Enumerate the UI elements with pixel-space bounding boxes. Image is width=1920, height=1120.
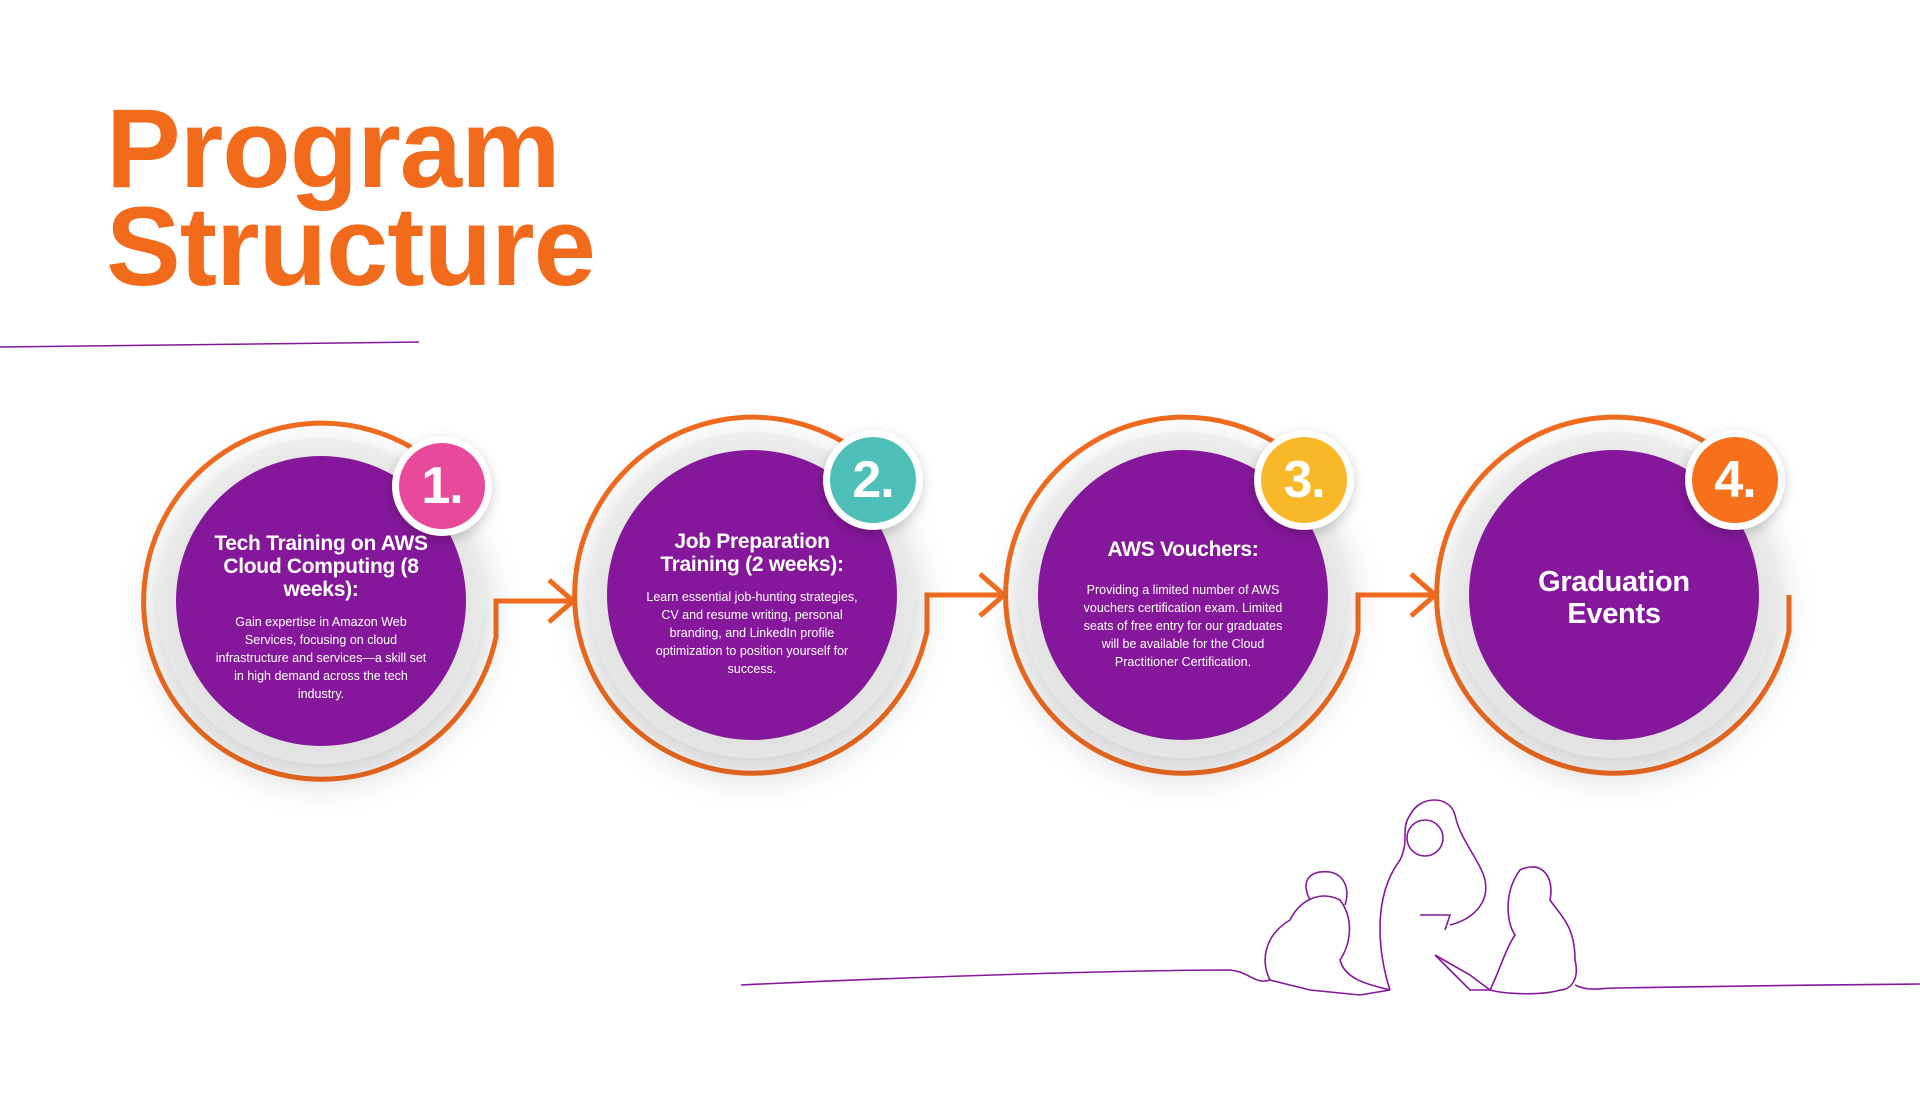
ring-1: [141, 420, 573, 782]
title-line-2: Structure: [106, 184, 596, 309]
ring-4: [1434, 414, 1792, 776]
page-title: Program Structure: [106, 93, 596, 303]
step-1-heading: Tech Training on AWS Cloud Computing (8 …: [214, 532, 428, 601]
people-line-art-icon: [740, 799, 1920, 996]
step-3-body: Providing a limited number of AWS vouche…: [1083, 583, 1283, 669]
step-1-badge: 1.: [392, 436, 492, 536]
ring-3: [1003, 414, 1435, 776]
step-2-badge: 2.: [823, 430, 923, 530]
step-4-badge: 4.: [1685, 430, 1785, 530]
step-4-heading: Graduation Events: [1538, 566, 1690, 630]
step-3-heading: AWS Vouchers:: [1107, 538, 1259, 561]
step-1-body: Gain expertise in Amazon Web Services, f…: [215, 615, 427, 701]
step-2-body: Learn essential job-hunting strategies, …: [646, 590, 858, 676]
step-3-badge: 3.: [1254, 430, 1354, 530]
title-line-1: Program: [106, 86, 561, 211]
step-2-heading: Job Preparation Training (2 weeks):: [660, 530, 844, 576]
ring-2: [572, 414, 1004, 776]
title-underline: [0, 341, 420, 348]
